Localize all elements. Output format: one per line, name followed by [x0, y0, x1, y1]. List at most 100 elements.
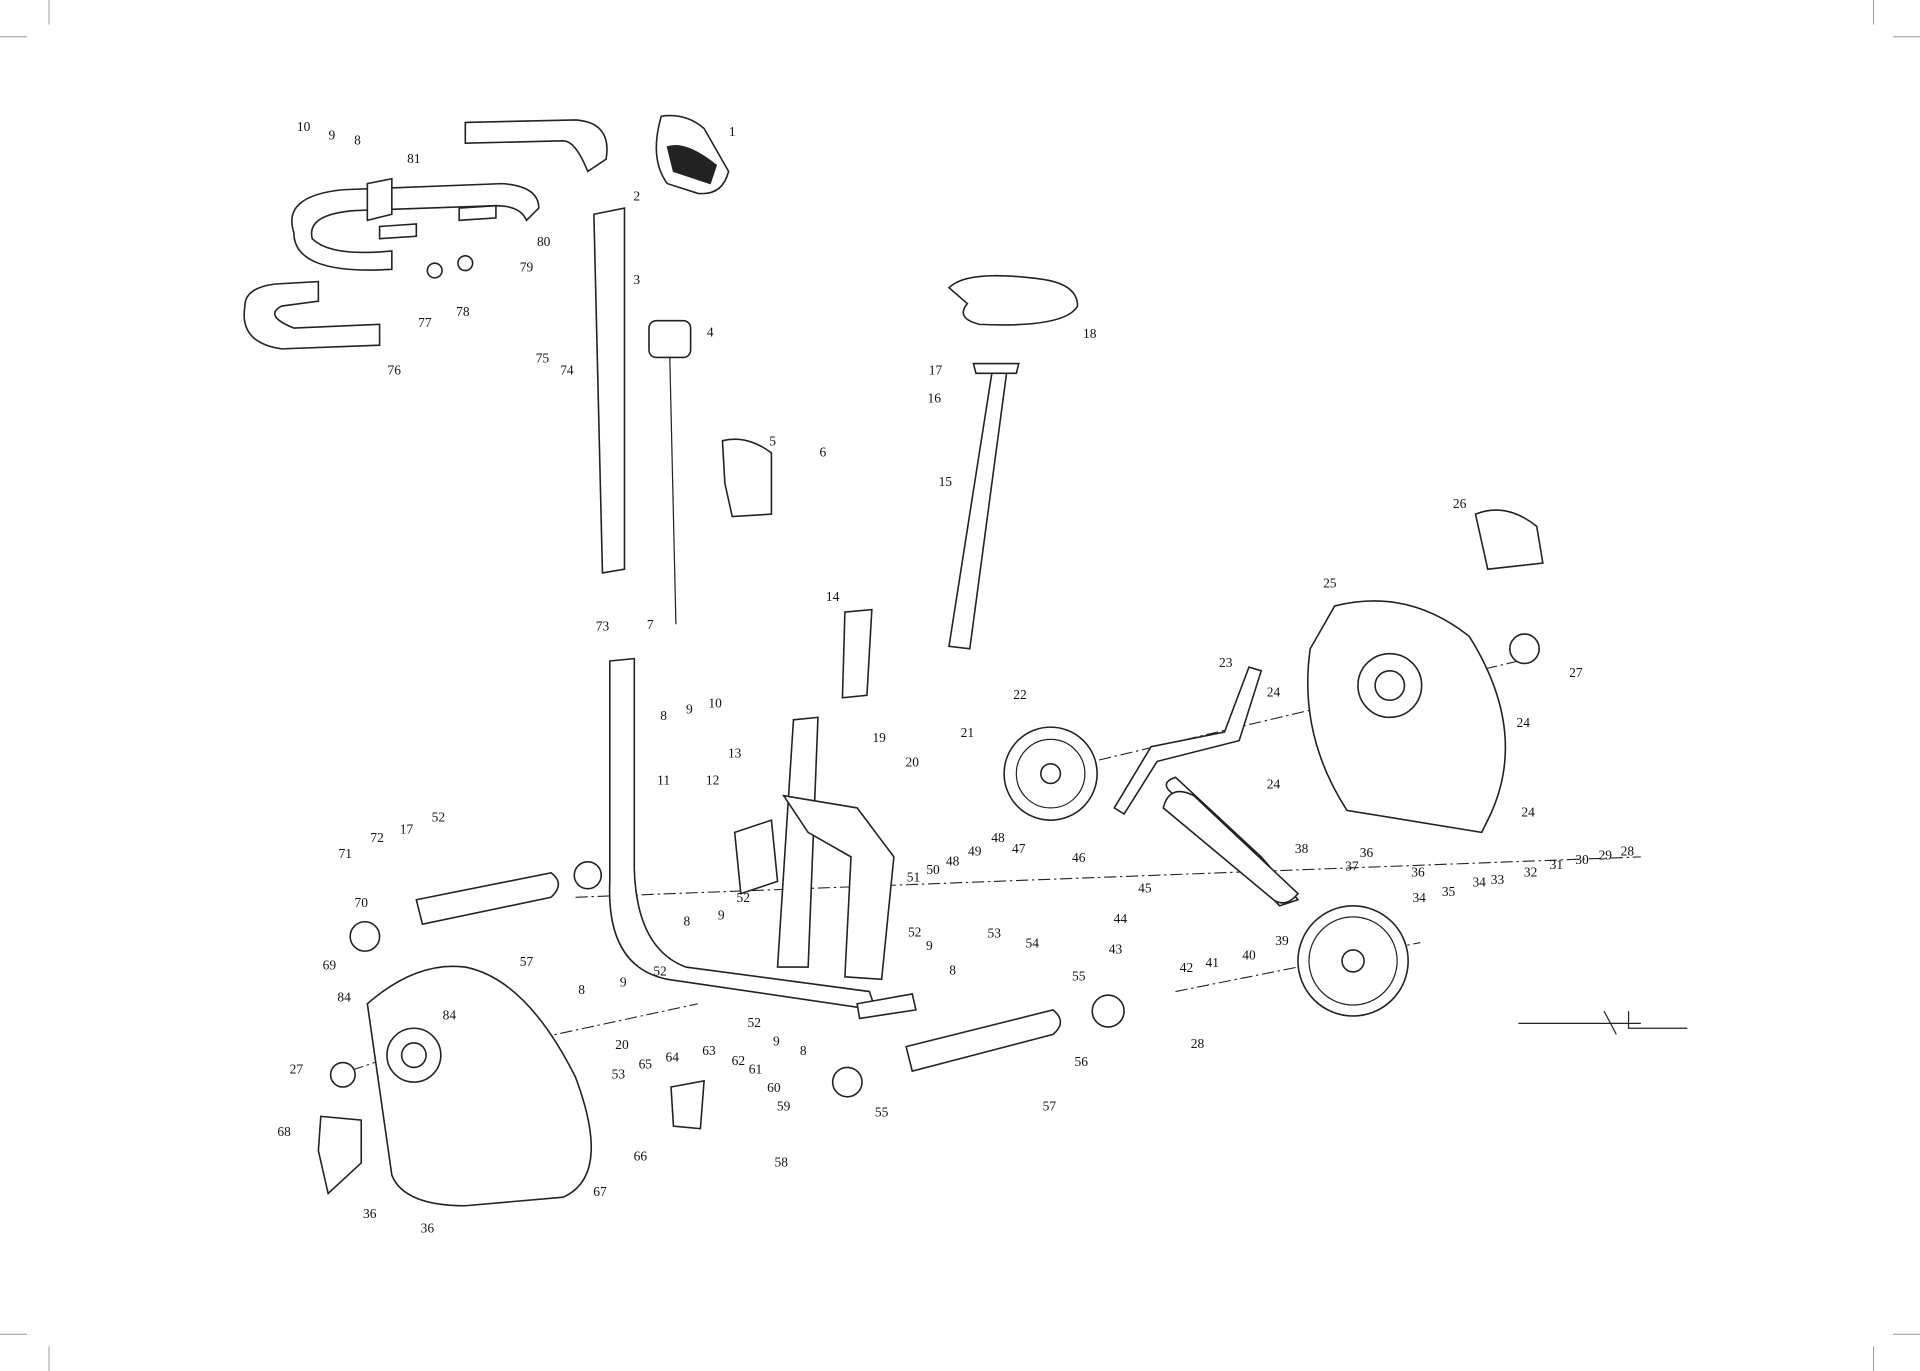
part-number-label: 31 [1550, 857, 1563, 872]
part-number-label: 9 [926, 938, 933, 953]
part-number-label: 5 [769, 434, 776, 449]
part-number-label: 16 [928, 391, 942, 406]
part-number-label: 77 [418, 315, 432, 330]
part-number-label: 49 [968, 844, 982, 859]
part-number-label: 55 [1072, 969, 1086, 984]
part-number-label: 73 [596, 618, 610, 633]
part-number-label: 27 [1569, 665, 1583, 680]
part-number-label: 54 [1026, 935, 1040, 950]
part-number-label: 70 [354, 895, 368, 910]
part-number-label: 75 [536, 350, 550, 365]
part-number-label: 1 [729, 124, 736, 139]
part-number-label: 51 [907, 869, 920, 884]
part-number-label: 22 [1013, 687, 1026, 702]
part-number-label: 60 [767, 1080, 781, 1095]
handlebar-parts [243, 119, 608, 350]
part-number-label: 84 [337, 989, 351, 1004]
part-number-label: 52 [432, 809, 445, 824]
part-number-label: 61 [749, 1062, 762, 1077]
part-number-label: 32 [1524, 864, 1537, 879]
part-number-label: 8 [578, 982, 585, 997]
part-number-label: 79 [520, 260, 534, 275]
part-number-label: 48 [946, 853, 960, 868]
part-number-label: 8 [660, 708, 667, 723]
part-number-label: 63 [702, 1043, 716, 1058]
part-number-label: 2 [633, 189, 640, 204]
part-number-label: 10 [297, 119, 311, 134]
part-number-label: 15 [939, 474, 953, 489]
part-number-label: 21 [961, 725, 974, 740]
part-number-label: 24 [1267, 776, 1281, 791]
flywheel [1162, 790, 1409, 1017]
part-number-label: 53 [988, 926, 1002, 941]
part-number-label: 59 [777, 1098, 791, 1113]
part-number-label: 57 [520, 954, 534, 969]
part-number-label: 9 [773, 1033, 780, 1048]
part-number-label: 19 [872, 730, 886, 745]
part-number-label: 62 [732, 1053, 745, 1068]
part-number-label: 36 [1360, 845, 1374, 860]
part-number-label: 24 [1517, 715, 1531, 730]
stabilizers-and-left-cover [317, 860, 1125, 1207]
part-number-label: 36 [421, 1221, 435, 1236]
part-number-label: 47 [1012, 841, 1026, 856]
part-number-label: 46 [1072, 850, 1086, 865]
part-number-label: 29 [1599, 847, 1613, 862]
part-number-label: 9 [718, 907, 725, 922]
part-number-label: 40 [1242, 948, 1256, 963]
part-number-label: 67 [593, 1184, 607, 1199]
part-number-label: 52 [748, 1015, 761, 1030]
part-number-label: 39 [1275, 933, 1289, 948]
part-number-label: 52 [737, 890, 750, 905]
right-cover [1306, 509, 1544, 834]
part-number-label: 30 [1575, 852, 1589, 867]
part-number-label: 76 [388, 363, 402, 378]
part-number-label: 25 [1323, 576, 1337, 591]
tools [1518, 1010, 1688, 1035]
part-number-label: 14 [826, 589, 840, 604]
part-number-label: 36 [363, 1206, 377, 1221]
part-number-label: 50 [926, 862, 940, 877]
part-number-label: 27 [290, 1062, 304, 1077]
part-number-label: 13 [728, 746, 742, 761]
part-number-label: 48 [991, 830, 1005, 845]
frame [733, 716, 917, 1020]
part-number-label: 58 [774, 1155, 788, 1170]
part-number-label: 69 [323, 957, 337, 972]
part-number-label: 17 [929, 363, 943, 378]
part-number-label: 38 [1295, 841, 1309, 856]
part-number-label: 20 [906, 754, 920, 769]
part-number-label: 9 [686, 702, 693, 717]
part-number-label: 42 [1180, 960, 1193, 975]
part-number-label: 8 [949, 962, 956, 977]
console-and-mast [593, 114, 877, 1011]
part-number-label: 17 [400, 822, 414, 837]
part-number-label: 45 [1138, 880, 1152, 895]
part-number-label: 3 [633, 272, 640, 287]
part-number-label: 12 [706, 773, 719, 788]
part-number-label: 57 [1043, 1098, 1057, 1113]
part-number-label: 10 [708, 696, 722, 711]
part-number-label: 8 [354, 132, 361, 147]
part-number-label: 37 [1345, 858, 1359, 873]
part-number-label: 9 [328, 128, 335, 143]
part-number-label: 20 [615, 1037, 629, 1052]
part-number-label: 64 [666, 1049, 680, 1064]
part-number-label: 52 [908, 924, 921, 939]
seat-and-post [841, 274, 1079, 699]
part-number-label: 28 [1621, 844, 1635, 859]
part-number-label: 80 [537, 234, 551, 249]
part-number-label: 23 [1219, 655, 1233, 670]
part-number-label: 56 [1074, 1054, 1088, 1069]
part-number-label: 55 [875, 1104, 889, 1119]
part-number-label: 68 [277, 1124, 291, 1139]
part-number-label: 34 [1472, 874, 1486, 889]
part-number-label: 52 [653, 964, 666, 979]
part-number-label: 71 [339, 846, 352, 861]
part-number-label: 11 [657, 773, 670, 788]
part-number-label: 74 [560, 363, 574, 378]
part-number-label: 6 [819, 445, 826, 460]
part-number-label: 43 [1109, 942, 1123, 957]
